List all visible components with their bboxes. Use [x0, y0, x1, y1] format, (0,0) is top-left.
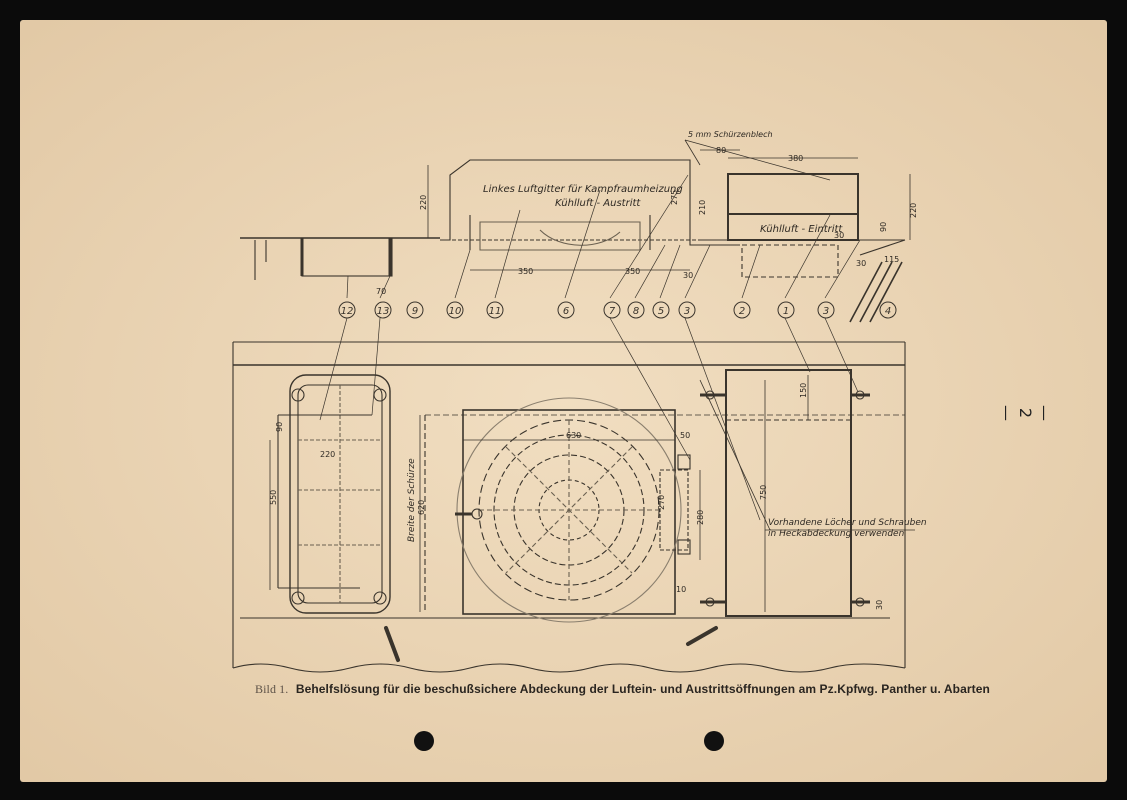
dim-70: 70 [376, 287, 386, 296]
dim-30-d: 30 [875, 600, 884, 610]
dim-630: 630 [566, 431, 581, 440]
callout-4: 4 [885, 306, 891, 317]
callout-3b: 3 [823, 306, 829, 317]
dim-620: 620 [417, 500, 426, 515]
dim-380: 380 [788, 154, 803, 163]
dim-220-b: 220 [909, 203, 918, 218]
dim-10: 10 [676, 585, 686, 594]
dim-270: 270 [657, 495, 666, 510]
callout-3a: 3 [684, 306, 690, 317]
dim-550: 550 [269, 490, 278, 505]
callout-13: 13 [377, 306, 390, 317]
dim-275: 275 [670, 190, 679, 205]
paper-sheet [20, 20, 1107, 782]
callout-10: 10 [449, 306, 462, 317]
dim-115: 115 [884, 255, 899, 264]
page-number: — 2 — [997, 405, 1054, 421]
dim-90-a: 90 [879, 222, 888, 232]
punch-hole-left [414, 731, 434, 751]
dim-220-c: 220 [320, 450, 335, 459]
dim-50: 50 [680, 431, 690, 440]
callout-6: 6 [563, 306, 569, 317]
label-apron-plate: 5 mm Schürzenblech [688, 130, 773, 139]
dim-80: 80 [716, 146, 726, 155]
figure-caption-text: Behelfslösung für die beschußsichere Abd… [295, 682, 990, 696]
callout-9: 9 [412, 306, 418, 317]
figure-caption: Bild 1. Behelfslösung für die beschußsic… [255, 682, 990, 697]
label-inlet: Kühlluft - Eintritt [760, 224, 843, 235]
label-holes-1: Vorhandene Löcher und Schrauben [768, 518, 927, 528]
dim-350-b: 350 [625, 267, 640, 276]
dim-350-a: 350 [518, 267, 533, 276]
label-outlet: Kühlluft - Austritt [555, 198, 641, 209]
callout-11: 11 [489, 306, 502, 317]
callout-1: 1 [783, 306, 789, 317]
dim-90-b: 90 [275, 422, 284, 432]
callout-2: 2 [739, 306, 745, 317]
callout-5: 5 [658, 306, 664, 317]
label-apron-width: Breite der Schürze [407, 458, 417, 542]
callout-8: 8 [633, 306, 639, 317]
punch-hole-right [704, 731, 724, 751]
dim-150: 150 [799, 383, 808, 398]
figure-label: Bild 1. [255, 682, 289, 696]
label-holes-2: in Heckabdeckung verwenden [768, 529, 905, 539]
dim-30-c: 30 [856, 259, 866, 268]
dim-210: 210 [698, 200, 707, 215]
dim-280: 280 [696, 510, 705, 525]
dim-220-a: 220 [419, 195, 428, 210]
label-grille: Linkes Luftgitter für Kampfraumheizung [483, 184, 683, 195]
dim-30-b: 30 [834, 231, 844, 240]
callout-12: 12 [341, 306, 354, 317]
dim-30-a: 30 [683, 271, 693, 280]
dim-750: 750 [759, 485, 768, 500]
callout-7: 7 [609, 306, 616, 317]
